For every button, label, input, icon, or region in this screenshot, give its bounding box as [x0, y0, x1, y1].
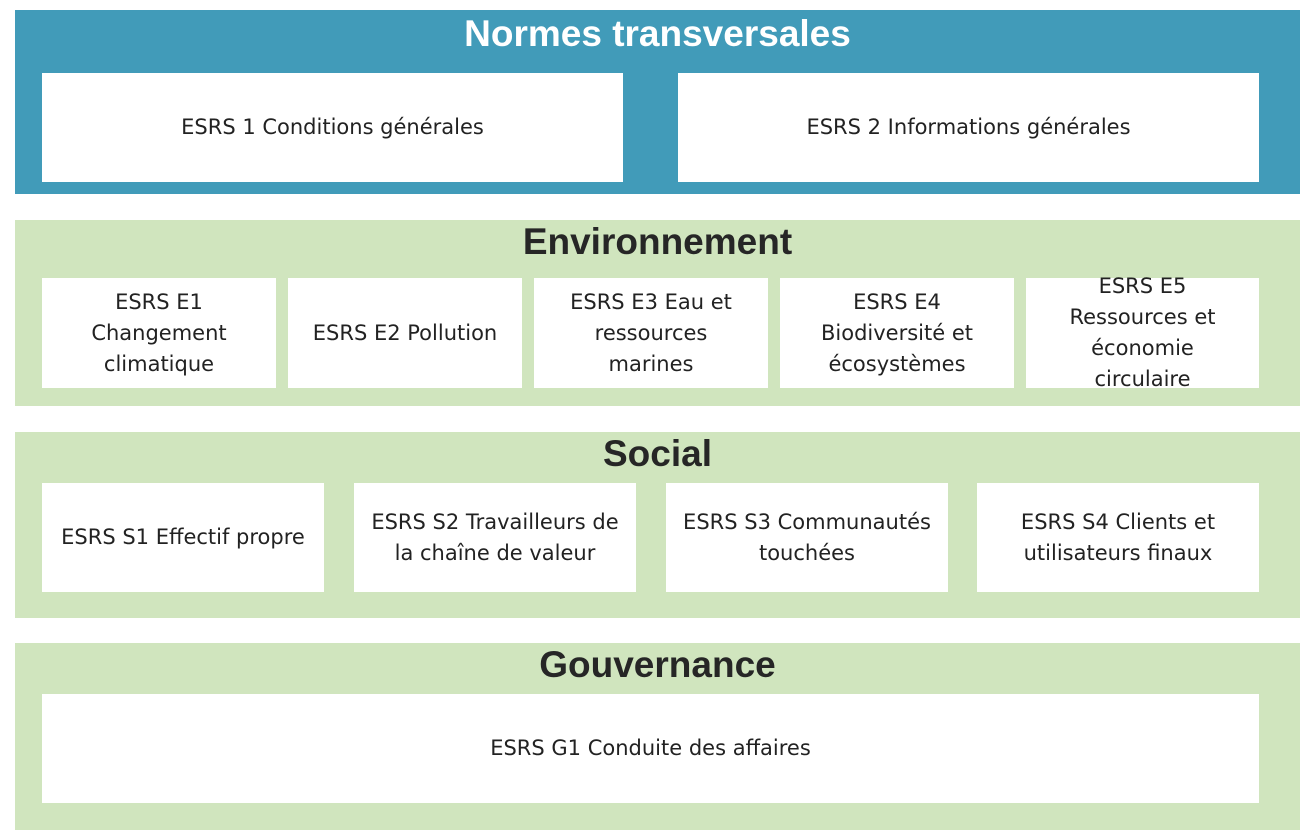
- standard-label: ESRS S4 Clients et utilisateurs finaux: [1020, 509, 1216, 565]
- band-transversal: Normes transversales ESRS 1 Conditions g…: [15, 10, 1300, 194]
- standard-label: ESRS E2 Pollution: [312, 320, 498, 345]
- band-governance: Gouvernance ESRS G1 Conduite des affaire…: [15, 643, 1300, 830]
- standard-box-esrs-s4: ESRS S4 Clients et utilisateurs finaux: [977, 483, 1259, 592]
- standard-box-esrs-e1: ESRS E1 Changement climatique: [42, 278, 276, 388]
- standard-box-esrs-g1: ESRS G1 Conduite des affaires: [42, 694, 1259, 803]
- band-social: Social ESRS S1 Effectif propre ESRS S2 T…: [15, 432, 1300, 618]
- band-title-social: Social: [603, 433, 712, 474]
- standard-label: ESRS S3 Communautés touchées: [683, 509, 931, 565]
- standard-box-esrs-s3: ESRS S3 Communautés touchées: [666, 483, 948, 592]
- standard-label: ESRS G1 Conduite des affaires: [490, 736, 811, 760]
- standard-box-esrs-e2: ESRS E2 Pollution: [288, 278, 522, 388]
- band-title-governance: Gouvernance: [539, 644, 776, 685]
- standard-label: ESRS E3 Eau et ressources marines: [570, 289, 732, 376]
- standard-label: ESRS S2 Travailleurs de la chaîne de val…: [371, 509, 619, 565]
- standard-label: ESRS 2 Informations générales: [806, 115, 1131, 139]
- standard-box-esrs-s1: ESRS S1 Effectif propre: [42, 483, 324, 592]
- standard-label: ESRS S1 Effectif propre: [61, 525, 305, 549]
- band-title-transversal: Normes transversales: [464, 13, 851, 54]
- standard-box-esrs-e5: ESRS E5 Ressources et économie circulair…: [1026, 274, 1259, 391]
- standard-box-esrs-1: ESRS 1 Conditions générales: [42, 73, 623, 182]
- standard-label: ESRS 1 Conditions générales: [181, 115, 484, 139]
- standard-box-esrs-e4: ESRS E4 Biodiversité et écosystèmes: [780, 278, 1014, 388]
- standard-label: ESRS E4 Biodiversité et écosystèmes: [821, 289, 973, 376]
- standard-label: ESRS E5 Ressources et économie circulair…: [1069, 274, 1216, 391]
- standard-box-esrs-s2: ESRS S2 Travailleurs de la chaîne de val…: [354, 483, 636, 592]
- band-environment: Environnement ESRS E1 Changement climati…: [15, 220, 1300, 406]
- band-title-environment: Environnement: [522, 221, 793, 262]
- standard-box-esrs-2: ESRS 2 Informations générales: [678, 73, 1259, 182]
- standard-box-esrs-e3: ESRS E3 Eau et ressources marines: [534, 278, 768, 388]
- standard-label: ESRS E1 Changement climatique: [91, 289, 227, 376]
